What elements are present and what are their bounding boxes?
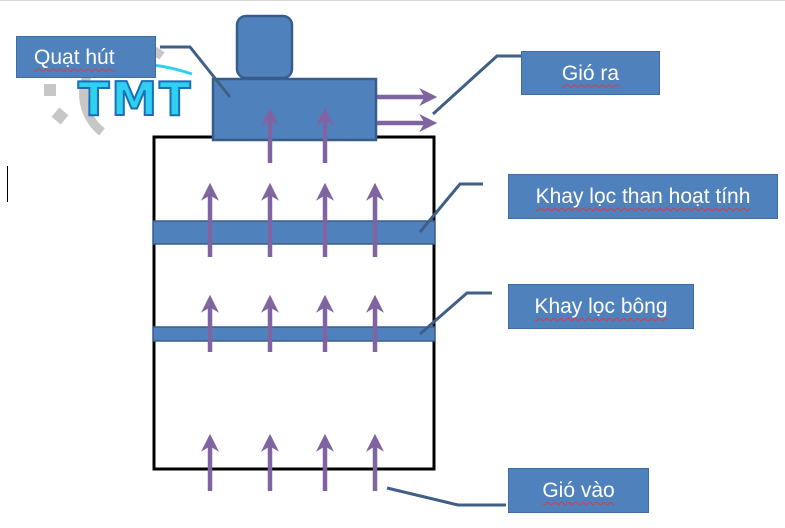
cabinet-frame <box>152 135 436 471</box>
label-cotton-tray-text: Khay lọc bông <box>534 295 668 318</box>
label-air-out-text: Gió ra <box>561 61 620 85</box>
label-fan-text: Quạt hút <box>34 45 115 69</box>
text-cursor <box>7 166 8 202</box>
label-air-in-text: Gió vào <box>542 479 615 502</box>
fan-motor <box>235 14 294 80</box>
leader-cotton <box>419 291 492 336</box>
label-fan: Quạt hút <box>16 36 156 78</box>
label-air-in: Gió vào <box>508 468 649 513</box>
label-cotton-tray: Khay lọc bông <box>508 284 694 329</box>
label-air-out: Gió ra <box>521 51 660 95</box>
carbon-filter-tray <box>152 220 436 245</box>
label-carbon-tray: Khay lọc than hoạt tính <box>508 174 778 219</box>
label-carbon-tray-text: Khay lọc than hoạt tính <box>535 185 751 208</box>
leader-air-out <box>431 54 521 116</box>
top-border-line <box>0 0 785 1</box>
leader-carbon <box>418 182 483 233</box>
logo-text: TMT <box>77 71 193 127</box>
leader-air-in <box>386 486 506 507</box>
fan-housing <box>211 77 378 142</box>
leader-fan <box>160 45 232 98</box>
cotton-filter-tray <box>152 326 436 342</box>
